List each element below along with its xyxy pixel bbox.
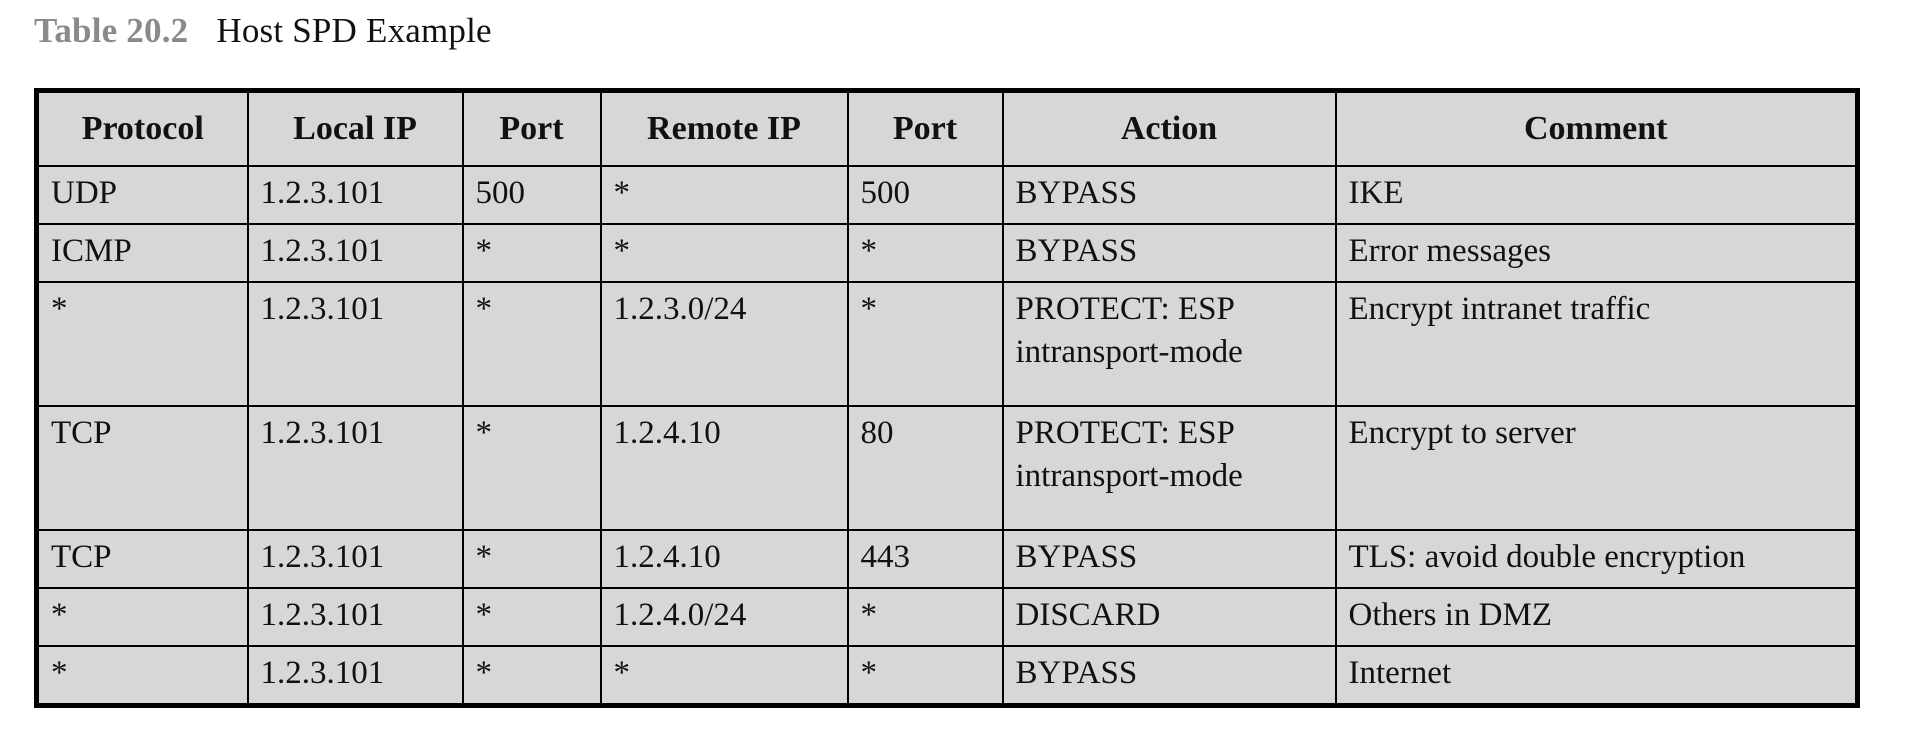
cell-action: BYPASS [1001,645,1337,707]
cell-remote-ip: 1.2.4.10 [599,405,849,531]
cell-comment: Encrypt to server [1334,405,1859,531]
column-header-remote-port: Port [846,89,1004,167]
cell-remote-ip: 1.2.4.0/24 [599,587,849,647]
column-header-comment: Comment [1334,89,1859,167]
cell-local-port: * [461,405,602,531]
cell-protocol: * [35,587,249,647]
cell-protocol: TCP [35,529,249,589]
table-caption: Table 20.2 Host SPD Example [34,11,492,51]
cell-local-ip: 1.2.3.101 [246,405,464,531]
cell-remote-ip: 1.2.3.0/24 [599,281,849,407]
cell-local-port: * [461,529,602,589]
cell-remote-ip: 1.2.4.10 [599,529,849,589]
table-caption-label: Table 20.2 [34,11,189,50]
cell-remote-port: * [846,645,1004,707]
cell-remote-port: 80 [846,405,1004,531]
cell-local-port: * [461,281,602,407]
cell-local-port: * [461,645,602,707]
cell-action: BYPASS [1001,165,1337,225]
table-header-row: Protocol Local IP Port Remote IP Port Ac… [35,89,1859,167]
table-row: TCP 1.2.3.101 * 1.2.4.10 80 PROTECT: ESP… [35,405,1859,531]
column-header-local-ip: Local IP [246,89,464,167]
cell-remote-port: * [846,587,1004,647]
cell-protocol: ICMP [35,223,249,283]
column-header-remote-ip: Remote IP [599,89,849,167]
cell-comment: Error messages [1334,223,1859,283]
column-header-action: Action [1001,89,1337,167]
host-spd-table: Protocol Local IP Port Remote IP Port Ac… [34,88,1860,708]
cell-local-port: 500 [461,165,602,225]
table-row: * 1.2.3.101 * 1.2.3.0/24 * PROTECT: ESP … [35,281,1859,407]
cell-local-ip: 1.2.3.101 [246,223,464,283]
cell-action: BYPASS [1001,223,1337,283]
cell-local-ip: 1.2.3.101 [246,587,464,647]
cell-comment: Others in DMZ [1334,587,1859,647]
cell-protocol: * [35,281,249,407]
cell-local-ip: 1.2.3.101 [246,645,464,707]
table-row: * 1.2.3.101 * 1.2.4.0/24 * DISCARD Other… [35,587,1859,647]
cell-remote-port: * [846,281,1004,407]
cell-action: DISCARD [1001,587,1337,647]
cell-comment: Encrypt intranet traffic [1334,281,1859,407]
table-caption-title: Host SPD Example [216,11,492,50]
cell-remote-port: 500 [846,165,1004,225]
cell-action: BYPASS [1001,529,1337,589]
column-header-protocol: Protocol [35,89,249,167]
cell-protocol: UDP [35,165,249,225]
column-header-local-port: Port [461,89,602,167]
cell-remote-port: 443 [846,529,1004,589]
cell-remote-ip: * [599,645,849,707]
table-row: * 1.2.3.101 * * * BYPASS Internet [35,645,1859,707]
cell-local-ip: 1.2.3.101 [246,165,464,225]
cell-local-port: * [461,587,602,647]
table-row: TCP 1.2.3.101 * 1.2.4.10 443 BYPASS TLS:… [35,529,1859,589]
cell-remote-ip: * [599,165,849,225]
table-row: ICMP 1.2.3.101 * * * BYPASS Error messag… [35,223,1859,283]
table-row: UDP 1.2.3.101 500 * 500 BYPASS IKE [35,165,1859,225]
cell-protocol: TCP [35,405,249,531]
cell-action: PROTECT: ESP intransport-mode [1001,281,1337,407]
cell-comment: TLS: avoid double encryption [1334,529,1859,589]
cell-local-ip: 1.2.3.101 [246,529,464,589]
cell-local-port: * [461,223,602,283]
cell-protocol: * [35,645,249,707]
cell-remote-ip: * [599,223,849,283]
cell-comment: IKE [1334,165,1859,225]
cell-comment: Internet [1334,645,1859,707]
cell-action: PROTECT: ESP intransport-mode [1001,405,1337,531]
cell-remote-port: * [846,223,1004,283]
cell-local-ip: 1.2.3.101 [246,281,464,407]
